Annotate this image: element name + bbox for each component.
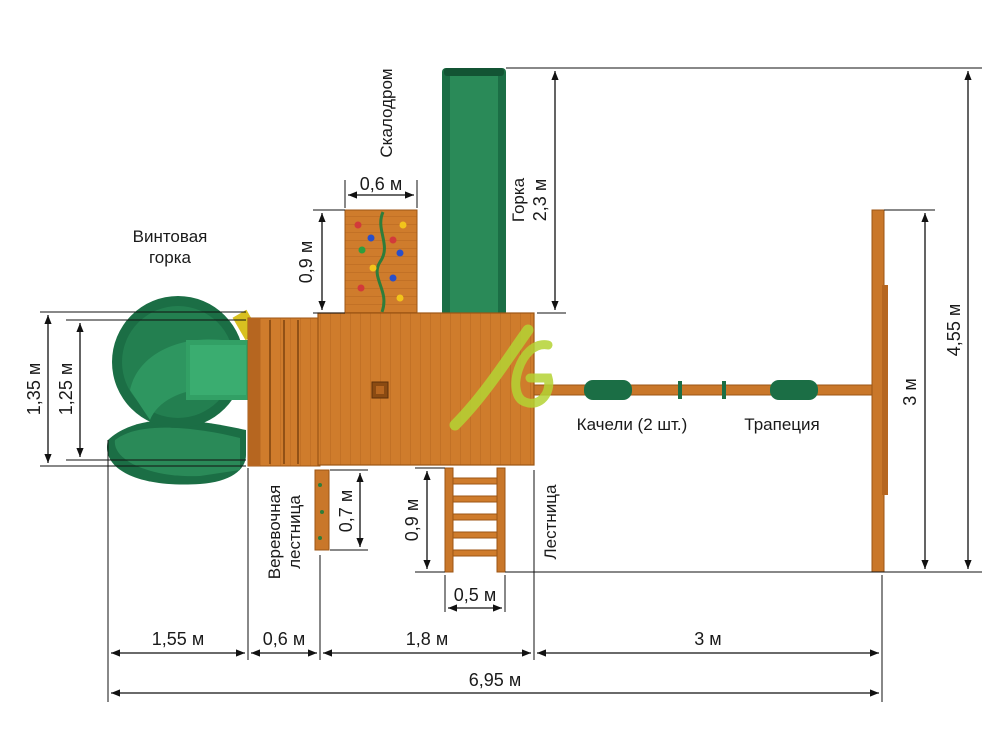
slide [442,68,506,316]
dim-slide-length: 2,3 м [530,179,550,221]
rope-ladder-label-line1: Веревочная [265,485,284,580]
rope-ladder-label-line2: лестница [285,495,304,569]
main-deck [317,312,535,466]
dim-seg-spiral: 1,55 м [152,629,204,649]
dimension-lines [44,71,972,697]
dim-spiral-inner: 1,25 м [56,363,76,415]
rope-ladder [314,469,330,551]
dim-seg-rope: 0,6 м [263,629,305,649]
rope-ladder-platform [247,317,321,467]
swings-label: Качели (2 шт.) [577,415,688,434]
dim-beam-length: 3 м [900,378,920,405]
dim-wall-height: 0,9 м [296,241,316,283]
climbing-wall-label: Скалодром [377,68,396,157]
dim-seg-swing: 3 м [694,629,721,649]
dim-spiral-outer: 1,35 м [24,363,44,415]
spiral-slide [106,296,260,485]
dim-overall-depth: 4,55 м [944,304,964,356]
ladder [444,467,506,573]
dim-rope-ladder-length: 0,7 м [336,490,356,532]
spiral-slide-label-line1: Винтовая [133,227,208,246]
climbing-wall [344,209,418,315]
dim-ladder-length: 0,9 м [402,499,422,541]
dim-ladder-width: 0,5 м [454,585,496,605]
ladder-label: Лестница [541,484,560,560]
spiral-slide-label-line2: горка [149,248,192,267]
trapeze-label: Трапеция [744,415,819,434]
extension-lines [40,67,982,702]
dim-seg-deck: 1,8 м [406,629,448,649]
dim-overall-width: 6,95 м [469,670,521,690]
brand-logo [449,324,554,431]
swing-beam [533,209,888,573]
dim-wall-width: 0,6 м [360,174,402,194]
slide-label: Горка [509,177,528,222]
